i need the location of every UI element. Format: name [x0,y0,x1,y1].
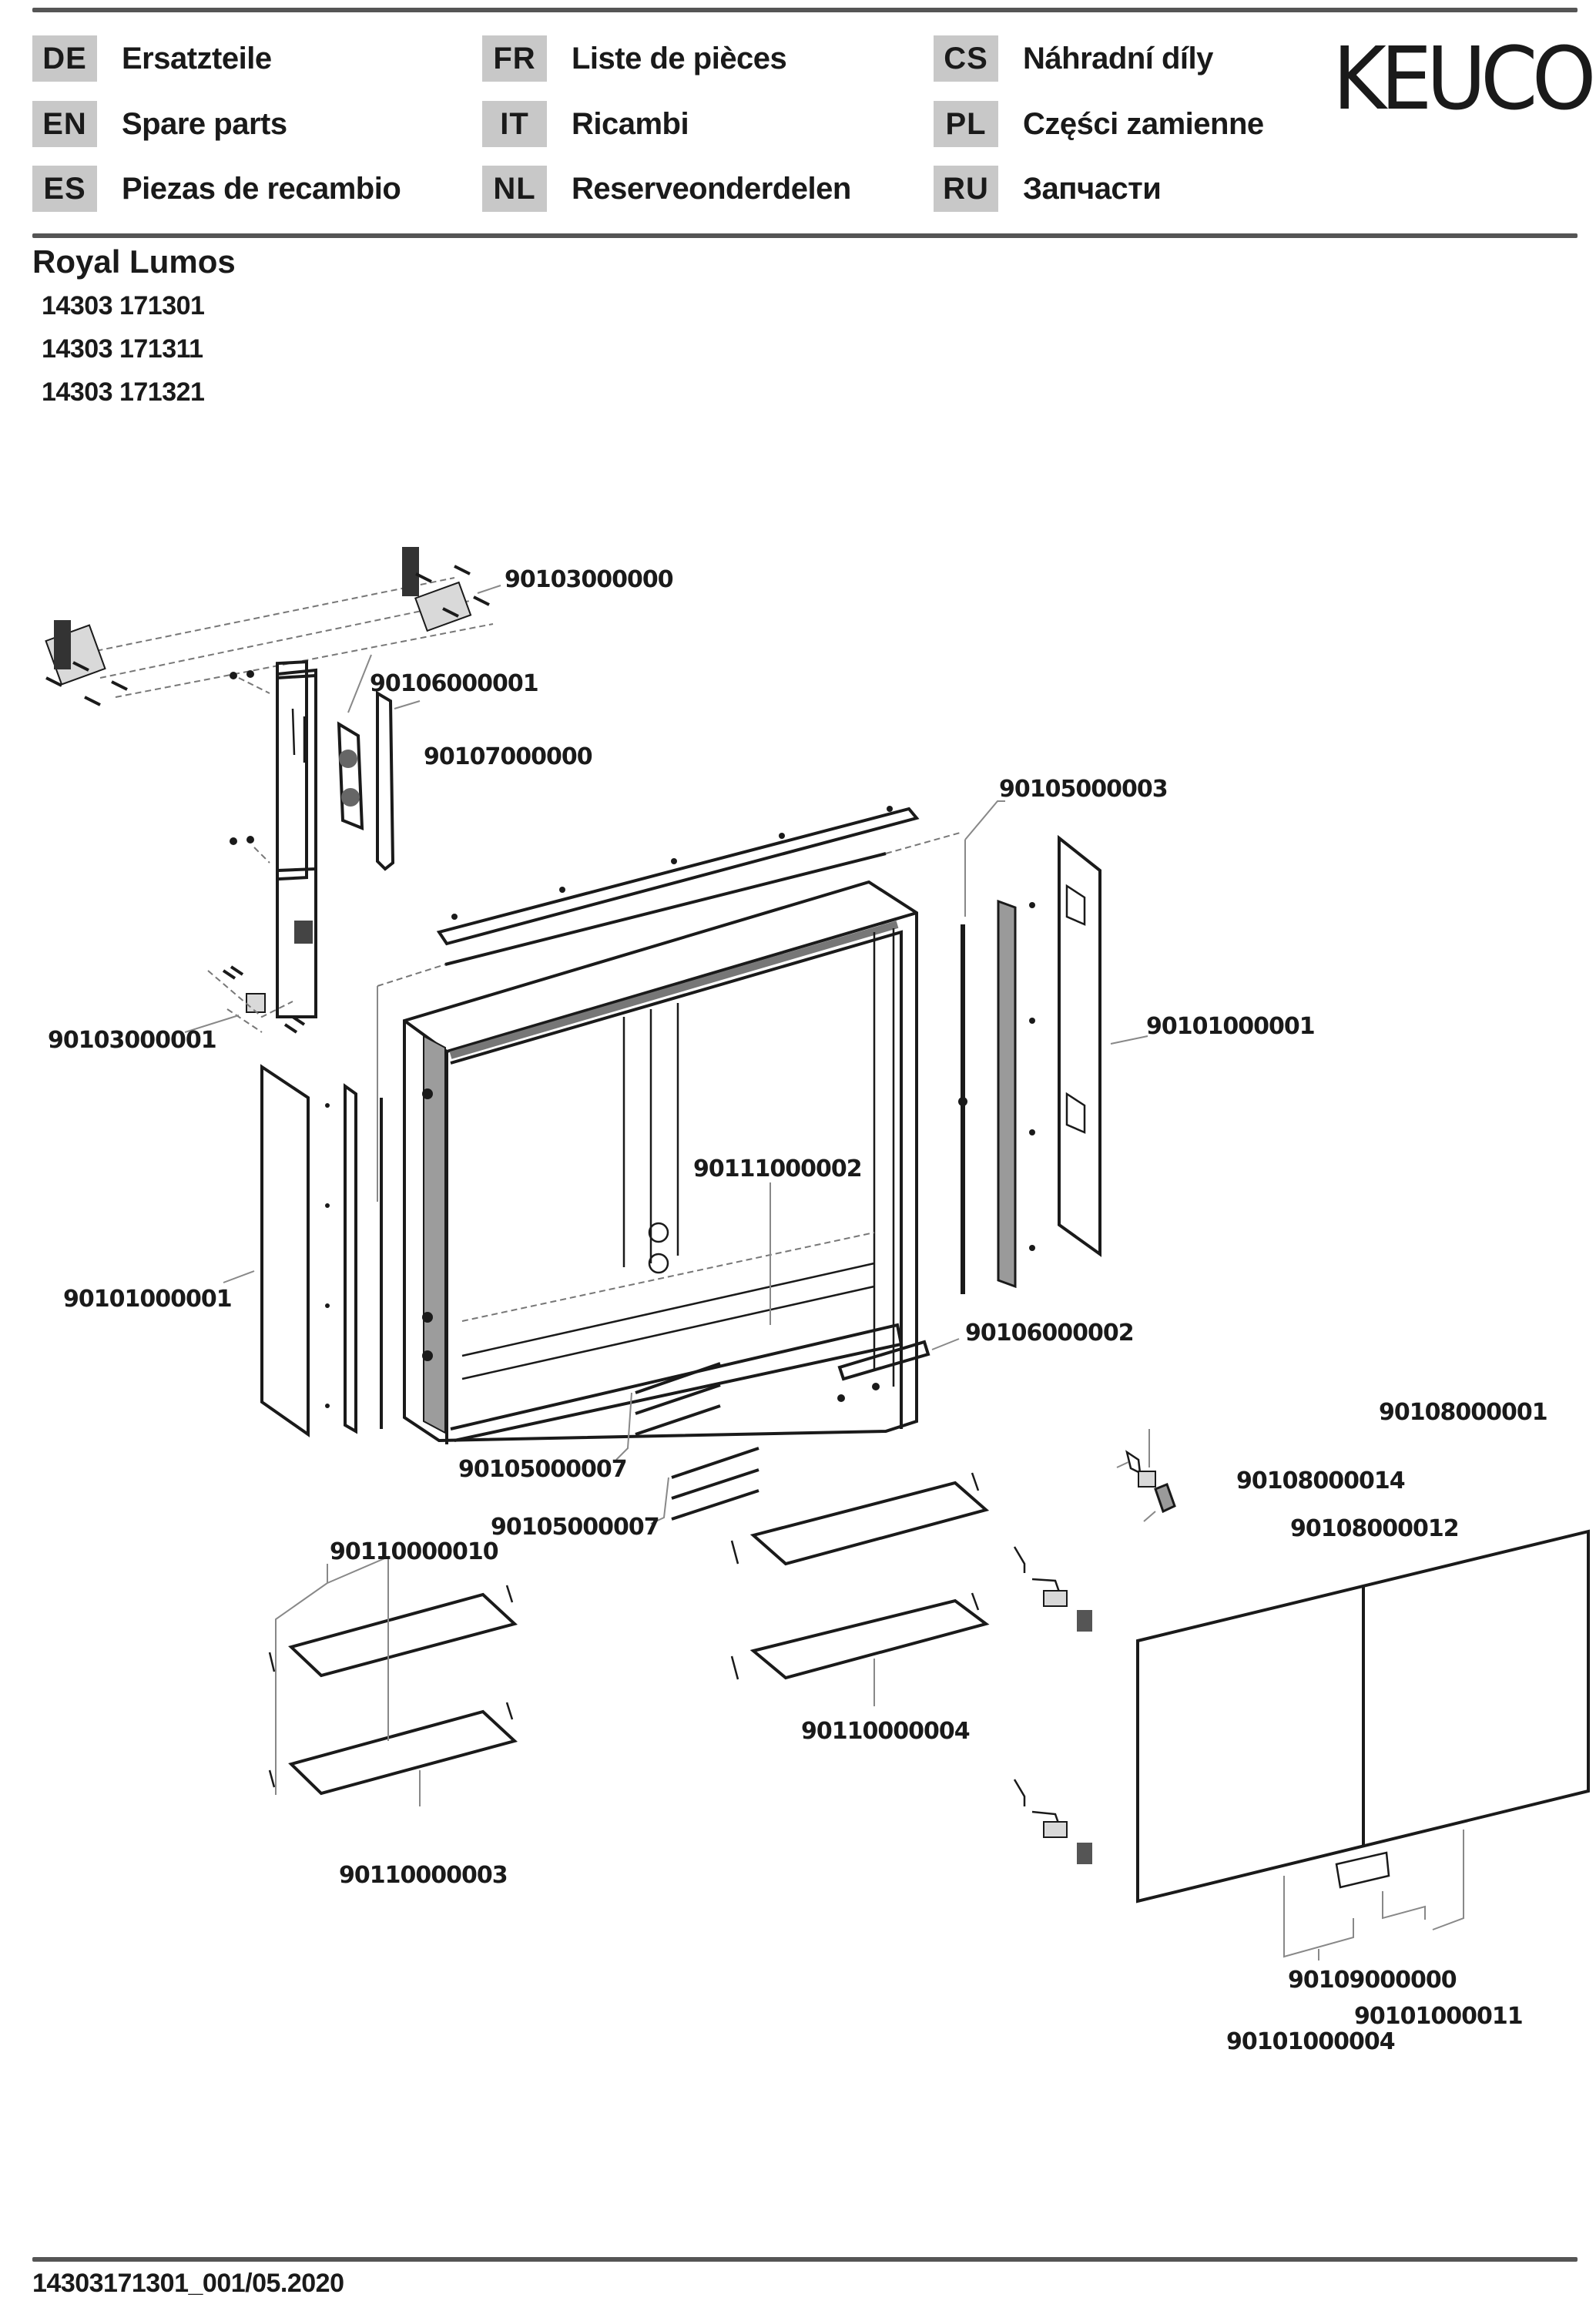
led-strip-set-1 [615,1362,721,1461]
part-label: 90111000002 [693,1156,862,1182]
cabinet-body [403,880,918,1444]
lang-label: Liste de pièces [572,41,787,75]
lang-label: Запчасти [1023,171,1162,206]
lang-label: Ricambi [572,106,689,141]
part-label: 90101000001 [1146,1013,1315,1040]
part-label: 90105000003 [999,776,1168,803]
product-name: Royal Lumos [32,243,236,280]
lang-code-badge: RU [934,166,998,212]
brand-logo: KEUCO [1333,29,1596,129]
part-label: 90106000002 [965,1320,1134,1347]
part-label: 90105000007 [458,1456,627,1483]
lang-row-ru: RU Запчасти [934,166,1162,212]
lang-code-badge: FR [482,35,547,82]
spring-icon [54,547,419,669]
part-label: 90107000000 [424,743,592,770]
part-label: 90110000004 [801,1718,970,1745]
lang-row-es: ES Piezas de recambio [32,166,401,212]
led-strip-dot [958,1097,967,1106]
part-label: 90106000001 [370,670,538,697]
article-number: 14303 171301 [42,291,205,320]
part-label: 90109000000 [1288,1967,1457,1994]
carrier-detail [291,708,306,763]
carrier-connector [294,921,313,944]
article-number: 14303 171321 [42,377,205,407]
lang-label: Spare parts [122,106,287,141]
part-label: 90101000001 [63,1286,232,1313]
lang-row-nl: NL Reserveonderdelen [482,166,851,212]
shelf-right [730,1592,990,1706]
header-top-rule [32,8,1578,12]
hinge-part-detail [1116,1429,1176,1522]
lang-code-badge: NL [482,166,547,212]
part-label: 90103000001 [48,1027,216,1054]
shelf-left-bottom [268,1702,518,1806]
side-panel-right [1058,834,1148,1257]
lang-row-cs: CS Náhradní díly [934,35,1213,82]
part-label: 90108000012 [1290,1515,1459,1542]
carrier-outline [276,668,317,1018]
hinge-lower [1013,1779,1092,1864]
lang-code-badge: ES [32,166,97,212]
shelf-set-leader [275,1555,389,1795]
part-label: 90110000003 [339,1862,508,1889]
lang-code-badge: CS [934,35,998,82]
mounting-rail-top [45,547,501,706]
lang-row-en: EN Spare parts [32,101,287,147]
lang-row-it: IT Ricambi [482,101,689,147]
right-led-channel [997,899,1035,1289]
shelf-left-top [268,1585,518,1678]
electronics-unit [337,654,372,831]
part-label: 90103000000 [505,566,673,593]
side-cover-strip [376,690,421,871]
top-led-profile [377,800,1005,1202]
lang-row-pl: PL Części zamienne [934,101,1264,147]
header-bottom-rule [32,233,1578,238]
footer-rule [32,2257,1578,2262]
part-label: 90110000010 [330,1538,498,1565]
led-strip-set-2 [650,1447,759,1524]
lang-code-badge: DE [32,35,97,82]
lang-row-de: DE Ersatzteile [32,35,272,82]
lang-code-badge: EN [32,101,97,147]
part-label: 90105000007 [491,1514,659,1541]
mirror-doors [1136,1529,1590,1960]
lang-row-fr: FR Liste de pièces [482,35,787,82]
lang-label: Náhradní díly [1023,41,1213,75]
lang-code-badge: IT [482,101,547,147]
electronics-carrier [230,660,317,943]
hinge-upper [1013,1546,1092,1632]
mounting-bracket-bottom [184,965,306,1034]
part-label: 90108000014 [1236,1467,1405,1494]
document-code: 14303171301_001/05.2020 [32,2269,344,2298]
part-label: 90108000001 [1379,1399,1547,1426]
socket-unit [837,1338,960,1402]
lang-code-badge: PL [934,101,998,147]
lang-label: Piezas de recambio [122,171,401,206]
lang-label: Ersatzteile [122,41,272,75]
article-number: 14303 171311 [42,334,203,364]
lang-label: Części zamienne [1023,106,1264,141]
side-panel-left [223,1064,383,1437]
shelf-right-top [730,1472,990,1566]
lang-label: Reserveonderdelen [572,171,851,206]
part-label: 90101000011 [1354,2003,1523,2030]
part-label: 90101000004 [1226,2028,1395,2055]
